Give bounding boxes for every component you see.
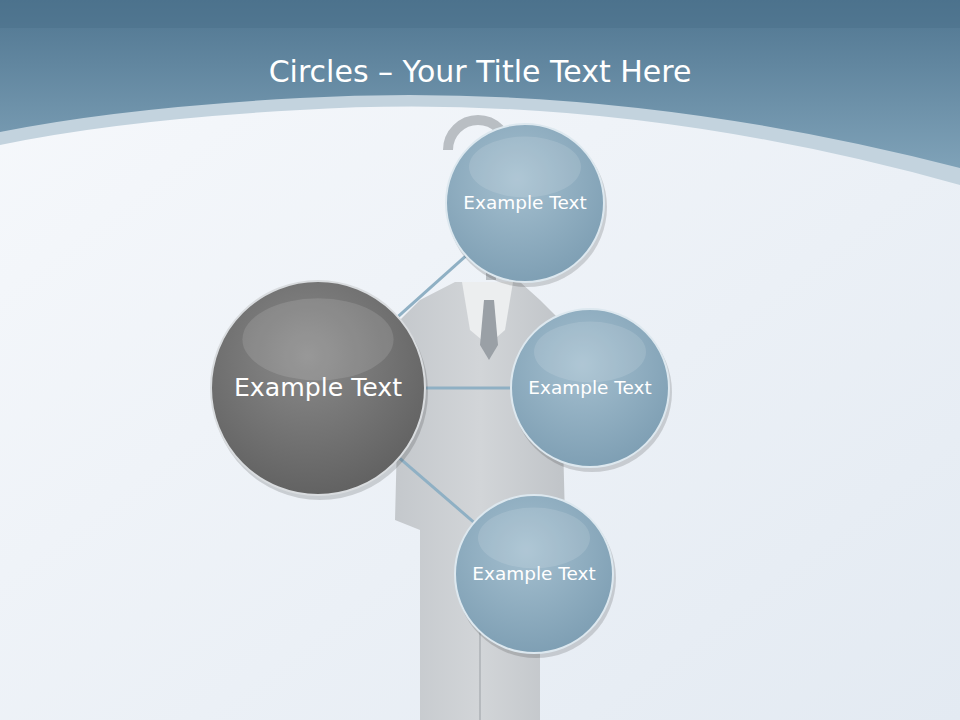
circle-gloss [469, 137, 581, 198]
sub-circle: Example Text [454, 494, 614, 654]
circle-body [511, 309, 669, 467]
circle-label: Example Text [472, 562, 595, 587]
sub-circle: Example Text [510, 308, 670, 468]
circle-body [446, 124, 604, 282]
circle-label: Example Text [234, 371, 402, 405]
circle-gloss [478, 508, 590, 569]
circle-text-holder: Example Text [210, 280, 426, 496]
circle-text-holder: Example Text [445, 123, 605, 283]
circle-gloss [534, 322, 646, 383]
circle-body [455, 495, 613, 653]
circle-text-holder: Example Text [454, 494, 614, 654]
main-circle: Example Text [210, 280, 426, 496]
circle-body [211, 281, 425, 495]
tie [480, 300, 498, 360]
connector-line [426, 387, 510, 390]
circle-label: Example Text [528, 376, 651, 401]
circle-text-holder: Example Text [510, 308, 670, 468]
circle-label: Example Text [463, 191, 586, 216]
header-shade [0, 0, 960, 28]
connector-line [399, 256, 466, 316]
connector-line [400, 458, 474, 521]
sub-circle: Example Text [445, 123, 605, 283]
circle-gloss [242, 298, 393, 380]
slide-title: Circles – Your Title Text Here [0, 54, 960, 89]
